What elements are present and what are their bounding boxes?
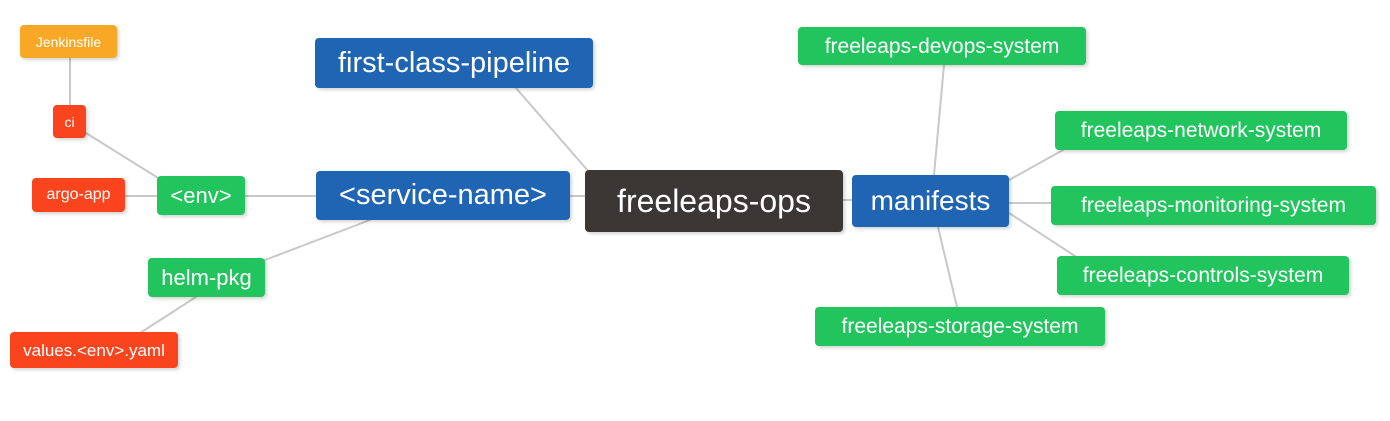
edge-helm-pkg-to-service-name (264, 219, 371, 261)
node-service-name[interactable]: <service-name> (316, 171, 570, 220)
node-label-freeleaps-controls-system: freeleaps-controls-system (1082, 264, 1324, 287)
node-label-first-class-pipeline: first-class-pipeline (337, 46, 571, 79)
node-first-class-pipeline[interactable]: first-class-pipeline (315, 38, 593, 88)
node-ci[interactable]: ci (53, 105, 86, 138)
node-freeleaps-controls-system[interactable]: freeleaps-controls-system (1057, 256, 1349, 295)
node-manifests[interactable]: manifests (852, 175, 1009, 227)
node-label-freeleaps-storage-system: freeleaps-storage-system (841, 315, 1079, 338)
node-freeleaps-network-system[interactable]: freeleaps-network-system (1055, 111, 1347, 150)
node-label-freeleaps-devops-system: freeleaps-devops-system (824, 34, 1060, 58)
edge-values-env-yaml-to-helm-pkg (139, 296, 197, 334)
node-env[interactable]: <env> (157, 176, 245, 215)
node-argo-app[interactable]: argo-app (32, 178, 125, 212)
node-label-service-name: <service-name> (339, 179, 547, 211)
node-label-env: <env> (170, 182, 232, 208)
node-freeleaps-storage-system[interactable]: freeleaps-storage-system (815, 307, 1105, 346)
node-freeleaps-ops[interactable]: freeleaps-ops (585, 170, 843, 232)
edge-manifests-to-freeleaps-storage-system (937, 226, 958, 308)
node-values-env-yaml[interactable]: values.<env>.yaml (10, 332, 178, 368)
node-freeleaps-monitoring-system[interactable]: freeleaps-monitoring-system (1051, 186, 1376, 225)
node-label-freeleaps-monitoring-system: freeleaps-monitoring-system (1081, 194, 1346, 217)
edge-manifests-to-freeleaps-devops-system (933, 64, 945, 176)
node-label-values-env-yaml: values.<env>.yaml (23, 340, 165, 360)
node-label-ci: ci (64, 113, 75, 130)
edge-first-class-pipeline-to-freeleaps-ops (515, 87, 590, 173)
node-label-helm-pkg: helm-pkg (161, 264, 252, 290)
node-label-argo-app: argo-app (46, 186, 111, 203)
node-label-manifests: manifests (870, 185, 991, 216)
node-helm-pkg[interactable]: helm-pkg (148, 258, 265, 297)
node-jenkinsfile[interactable]: Jenkinsfile (20, 25, 117, 58)
node-label-freeleaps-network-system: freeleaps-network-system (1080, 119, 1322, 142)
edge-ci-to-env (85, 132, 164, 182)
edge-manifests-to-freeleaps-network-system (1008, 149, 1064, 181)
node-freeleaps-devops-system[interactable]: freeleaps-devops-system (798, 27, 1086, 65)
node-label-freeleaps-ops: freeleaps-ops (617, 183, 811, 219)
node-label-jenkinsfile: Jenkinsfile (35, 33, 102, 50)
